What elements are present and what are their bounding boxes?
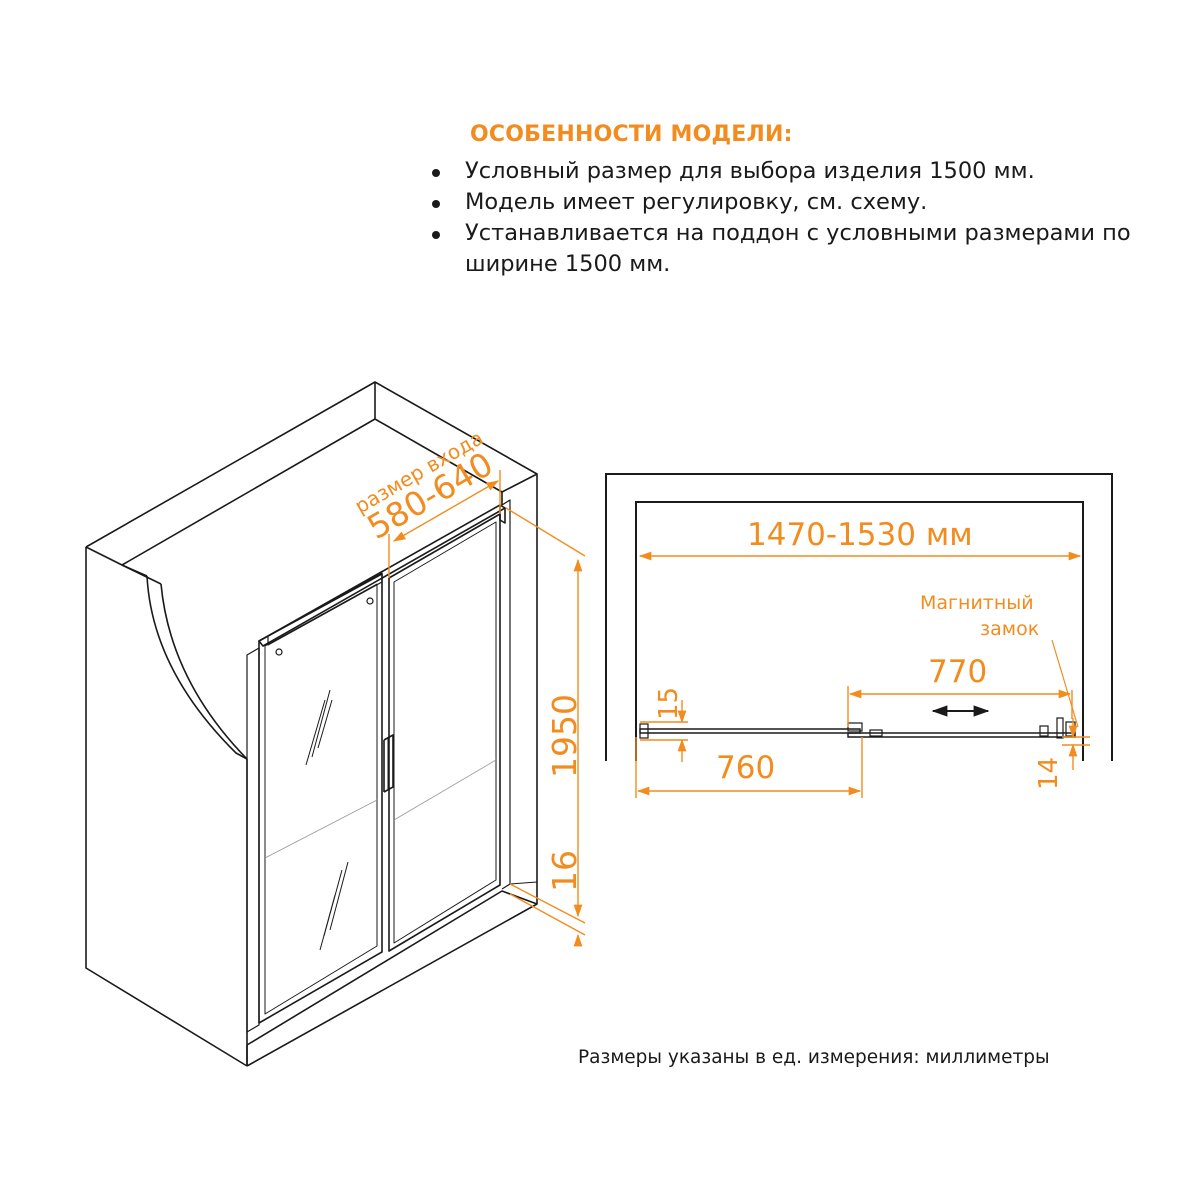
fixed-panel [388, 513, 501, 952]
iso-labels: размер входа 580-640 1950 16 [351, 426, 585, 892]
iso-dimensions [388, 470, 586, 947]
width-range-label: 1470-1530 мм [747, 517, 973, 553]
feature-item: Модель имеет регулировку, см. схему. [428, 187, 1188, 218]
feature-item: Устанавливается на поддон с условными ра… [428, 218, 1188, 280]
left-wall-curve [160, 583, 248, 1066]
plan-dimensions [635, 551, 1090, 798]
plan-labels: 1470-1530 мм Магнитный замок 770 15 760 … [654, 517, 1064, 790]
plan-walls-outer [605, 473, 1113, 761]
adjust-value: 16 [545, 850, 584, 892]
features-block: ОСОБЕННОСТИ МОДЕЛИ: Условный размер для … [428, 122, 1188, 280]
base-tray [246, 882, 538, 1067]
entry-dimension-line [392, 480, 500, 542]
features-title: ОСОБЕННОСТИ МОДЕЛИ: [470, 122, 793, 147]
units-note: Размеры указаны в ед. измерения: миллиме… [578, 1047, 1050, 1068]
door-opening-label: 770 [928, 654, 987, 690]
features-list: Условный размер для выбора изделия 1500 … [428, 156, 1188, 280]
plan-view [605, 473, 1113, 761]
right-gap-label: 14 [1034, 757, 1064, 790]
plan-walls-inner [635, 501, 1084, 761]
sliding-door [258, 573, 383, 1024]
left-gap-label: 15 [654, 687, 684, 720]
height-value: 1950 [545, 694, 584, 778]
fixed-panel-label: 760 [716, 750, 775, 786]
feature-item: Условный размер для выбора изделия 1500 … [428, 156, 1188, 187]
magnet-label-line1: Магнитный [920, 592, 1034, 614]
magnet-label-line2: замок [980, 618, 1039, 640]
plan-fixed-panel [639, 728, 861, 734]
magnet-leader [1051, 639, 1079, 728]
left-wall [85, 381, 538, 1067]
